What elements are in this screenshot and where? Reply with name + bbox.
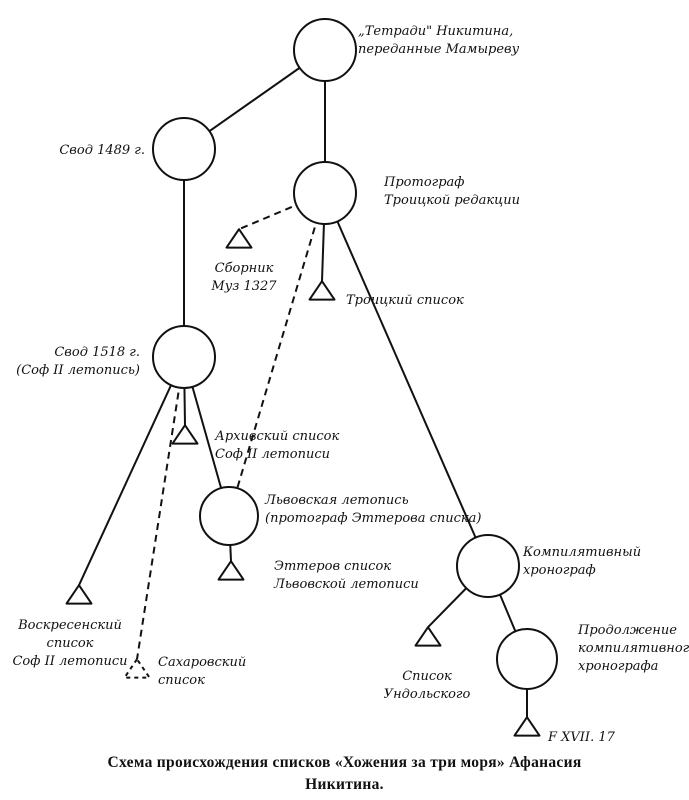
edge-svod1518-to-voskresensky [78, 356, 185, 586]
node-svod1518-label-line: Свод 1518 г. [54, 345, 140, 360]
node-kompilyativny-label-line: Компилятивный [522, 545, 641, 560]
node-undolsky-label-line: Список [402, 669, 452, 684]
node-voskresensky-label-line: Соф II летописи [12, 654, 127, 669]
edges-layer [78, 49, 528, 718]
node-sbornik_muz-label-line: Муз 1327 [210, 279, 277, 294]
node-etterov-triangle [217, 560, 245, 581]
figure-caption: Схема происхождения списков «Хожения за … [0, 752, 689, 796]
node-protograf_troitskoy-circle [293, 161, 357, 225]
node-troitsky_spisok-triangle [308, 280, 336, 301]
node-arkhivsky-label-line: Архивский список [214, 429, 339, 444]
node-kompilyativny-circle [456, 534, 520, 598]
node-lvovskaya-label-line: (протограф Эттерова списка) [265, 511, 481, 526]
node-sbornik_muz-triangle [225, 228, 253, 249]
node-lvovskaya-label-line: Львовская летопись [264, 493, 409, 508]
node-lvovskaya-label: Львовская летопись (протограф Эттерова сп… [264, 493, 481, 526]
node-svod1518-label: Свод 1518 г. (Соф II летопись) [16, 345, 140, 378]
nodes-layer [65, 18, 558, 737]
node-prodolzhenie-label-line: хронографа [578, 659, 658, 674]
node-kompilyativny-label-line: хронограф [523, 563, 596, 578]
node-tetradi-label: „Тетради" Никитина, переданные Мамыреву [358, 24, 520, 57]
node-undolsky-triangle [414, 626, 442, 647]
node-prodolzhenie-label-line: Продолжение [577, 623, 677, 638]
node-troitsky_spisok-label-line: Троицкий список [346, 293, 464, 308]
node-etterov-label-line: Львовской летописи [273, 577, 419, 592]
node-undolsky-label-line: Ундольского [384, 687, 471, 702]
node-svod1489-circle [152, 117, 216, 181]
node-svod1489-label-line: Свод 1489 г. [59, 143, 145, 158]
node-voskresensky-label-line: список [47, 636, 94, 651]
edge-protograf_troitskoy-to-lvovskaya [228, 192, 326, 517]
caption-line-1: Схема происхождения списков «Хожения за … [107, 754, 582, 771]
node-arkhivsky-triangle [171, 424, 199, 445]
node-protograf_troitskoy-label-line: Троицкой редакции [384, 193, 520, 208]
node-svod1489-label: Свод 1489 г. [59, 143, 145, 158]
node-tetradi-label-line: переданные Мамыреву [358, 42, 520, 57]
node-sakharovsky-label-line: список [158, 673, 205, 688]
node-kompilyativny-label: Компилятивный хронограф [522, 545, 641, 578]
node-f_xvii_17-label-line: F XVII. 17 [547, 730, 616, 745]
node-sakharovsky-triangle [123, 658, 151, 679]
node-voskresensky-triangle [65, 584, 93, 605]
caption-line-2: Никитина. [305, 776, 384, 793]
node-sakharovsky-label-line: Сахаровский [158, 655, 246, 670]
node-prodolzhenie-label: Продолжение компилятивного хронографа [577, 623, 689, 674]
node-svod1518-label-line: (Соф II летопись) [16, 363, 140, 378]
node-voskresensky-label-line: Воскресенский [17, 618, 122, 633]
node-sbornik_muz-label-line: Сборник [215, 261, 274, 276]
node-sakharovsky-label: Сахаровский список [158, 655, 246, 688]
node-arkhivsky-label-line: Соф II летописи [215, 447, 330, 462]
node-protograf_troitskoy-label-line: Протограф [383, 175, 464, 190]
node-tetradi-label-line: „Тетради" Никитина, [358, 24, 513, 39]
node-svod1518-circle [152, 325, 216, 389]
node-prodolzhenie-circle [496, 628, 558, 690]
node-tetradi-circle [293, 18, 357, 82]
node-f_xvii_17-label: F XVII. 17 [547, 730, 616, 745]
node-etterov-label-line: Эттеров список [274, 559, 391, 574]
labels-layer: „Тетради" Никитина, переданные МамыревуСв… [12, 24, 689, 745]
node-lvovskaya-circle [199, 486, 259, 546]
node-f_xvii_17-triangle [513, 716, 541, 737]
node-prodolzhenie-label-line: компилятивного [578, 641, 689, 656]
node-troitsky_spisok-label: Троицкий список [346, 293, 464, 308]
edge-svod1518-to-sakharovsky [136, 356, 185, 660]
edge-protograf_troitskoy-to-kompilyativny [324, 192, 489, 567]
